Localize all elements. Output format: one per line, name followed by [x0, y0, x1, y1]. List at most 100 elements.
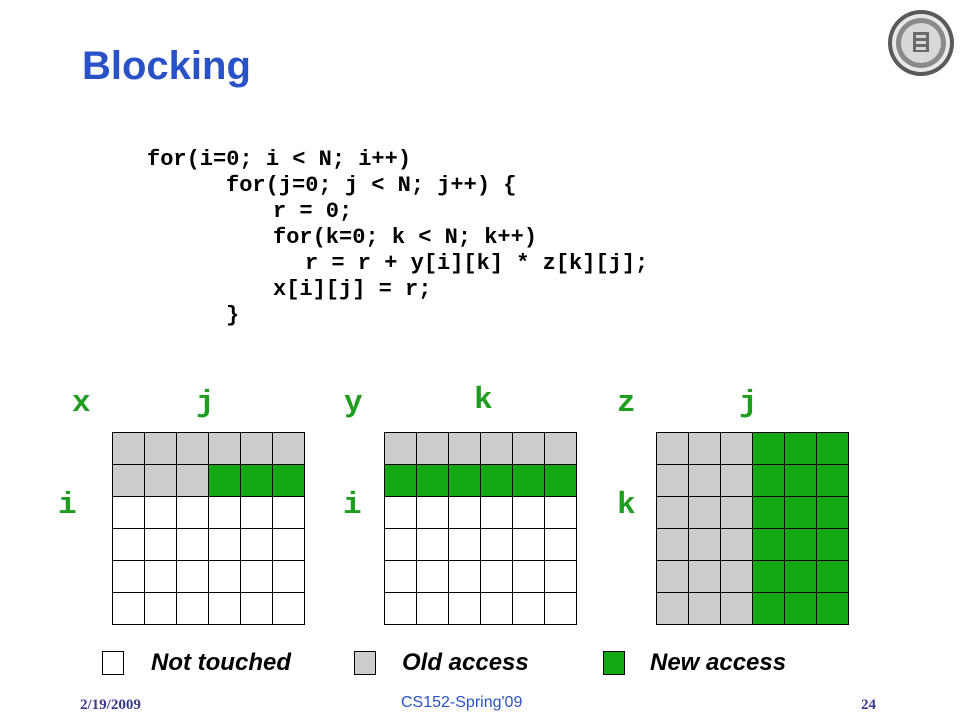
matrix-x-cell	[241, 465, 273, 497]
matrix-y-cell	[545, 433, 577, 465]
matrix-z-label: z	[617, 386, 636, 421]
matrix-x-cell	[145, 593, 177, 625]
matrix-x-cell	[241, 561, 273, 593]
matrix-x-cell	[177, 497, 209, 529]
matrix-y-cell	[481, 497, 513, 529]
matrix-z-cell	[689, 593, 721, 625]
matrix-x-cell	[177, 433, 209, 465]
footer-page-number: 24	[861, 697, 876, 713]
matrix-y-cell	[417, 593, 449, 625]
matrix-y-cell	[385, 561, 417, 593]
matrix-z-cell	[817, 433, 849, 465]
matrix-x-cell	[273, 593, 305, 625]
matrix-z-cell	[753, 497, 785, 529]
matrix-x-cell	[113, 529, 145, 561]
matrix-y-cell	[513, 465, 545, 497]
matrix-x-row-label: i	[58, 488, 77, 523]
matrix-x-cell	[145, 529, 177, 561]
matrix-x-cell	[113, 497, 145, 529]
matrix-z-grid	[656, 432, 849, 625]
matrix-y-cell	[449, 465, 481, 497]
matrix-x-cell	[209, 593, 241, 625]
matrix-z-cell	[785, 465, 817, 497]
slide-title: Blocking	[82, 44, 251, 88]
matrix-z-cell	[753, 593, 785, 625]
matrix-y-cell	[417, 561, 449, 593]
matrix-y-cell	[513, 593, 545, 625]
matrix-y-cell	[449, 433, 481, 465]
matrix-y-cell	[481, 465, 513, 497]
code-line: }	[226, 303, 240, 328]
matrix-z-cell	[785, 433, 817, 465]
code-line: for(j=0; j < N; j++) {	[226, 173, 517, 198]
matrix-y-row-label: i	[343, 488, 362, 523]
matrix-y-cell	[545, 497, 577, 529]
code-line: for(k=0; k < N; k++)	[273, 225, 538, 250]
matrix-x-cell	[113, 561, 145, 593]
matrix-z-cell	[721, 593, 753, 625]
matrix-x-cell	[209, 529, 241, 561]
matrix-z-cell	[689, 433, 721, 465]
matrix-x-cell	[145, 465, 177, 497]
matrix-y-label: y	[344, 386, 363, 421]
matrix-x-cell	[241, 593, 273, 625]
matrix-z-cell	[689, 529, 721, 561]
matrix-x-grid	[112, 432, 305, 625]
footer-course: CS152-Spring'09	[401, 694, 523, 711]
matrix-x-cell	[177, 561, 209, 593]
matrix-z-cell	[657, 561, 689, 593]
matrix-y-cell	[417, 497, 449, 529]
matrix-z-cell	[721, 497, 753, 529]
matrix-z-cell	[753, 433, 785, 465]
matrix-x-cell	[209, 465, 241, 497]
matrix-y-cell	[513, 497, 545, 529]
matrix-y-cell	[385, 465, 417, 497]
matrix-y-col-label: k	[474, 383, 493, 418]
matrix-x-cell	[177, 465, 209, 497]
matrix-x-cell	[273, 529, 305, 561]
matrix-x-cell	[273, 433, 305, 465]
matrix-y-cell	[545, 593, 577, 625]
matrix-y-cell	[385, 593, 417, 625]
matrix-z-cell	[817, 529, 849, 561]
matrix-x-cell	[209, 497, 241, 529]
matrix-z-cell	[817, 497, 849, 529]
matrix-z-cell	[721, 561, 753, 593]
matrix-x-cell	[145, 433, 177, 465]
matrix-z-row-label: k	[617, 488, 636, 523]
matrix-z-cell	[753, 529, 785, 561]
matrix-z-cell	[785, 561, 817, 593]
matrix-z-cell	[657, 593, 689, 625]
matrix-z-col-label: j	[739, 386, 758, 421]
matrix-z-cell	[817, 561, 849, 593]
matrix-z-cell	[689, 561, 721, 593]
matrix-y-cell	[481, 593, 513, 625]
matrix-y-cell	[385, 529, 417, 561]
legend-old-access-swatch	[354, 651, 376, 675]
legend-not-touched-label: Not touched	[151, 649, 291, 676]
matrix-x-cell	[177, 593, 209, 625]
matrix-y-cell	[545, 561, 577, 593]
matrix-y-cell	[385, 497, 417, 529]
matrix-z-cell	[689, 497, 721, 529]
matrix-y-cell	[449, 497, 481, 529]
code-line: x[i][j] = r;	[273, 277, 432, 302]
matrix-z-cell	[785, 593, 817, 625]
matrix-x-cell	[273, 561, 305, 593]
matrix-z-cell	[753, 561, 785, 593]
matrix-x-cell	[209, 561, 241, 593]
matrix-x-cell	[241, 529, 273, 561]
matrix-z-cell	[753, 465, 785, 497]
legend-old-access-label: Old access	[402, 649, 529, 676]
matrix-z-cell	[785, 529, 817, 561]
matrix-x-cell	[113, 433, 145, 465]
matrix-x-cell	[145, 561, 177, 593]
matrix-y-cell	[449, 593, 481, 625]
matrix-z-cell	[657, 433, 689, 465]
matrix-y-cell	[449, 529, 481, 561]
matrix-z-cell	[721, 529, 753, 561]
matrix-y-grid	[384, 432, 577, 625]
legend-new-access-swatch	[603, 651, 625, 675]
legend-new-access-label: New access	[650, 649, 787, 676]
matrix-x-cell	[209, 433, 241, 465]
